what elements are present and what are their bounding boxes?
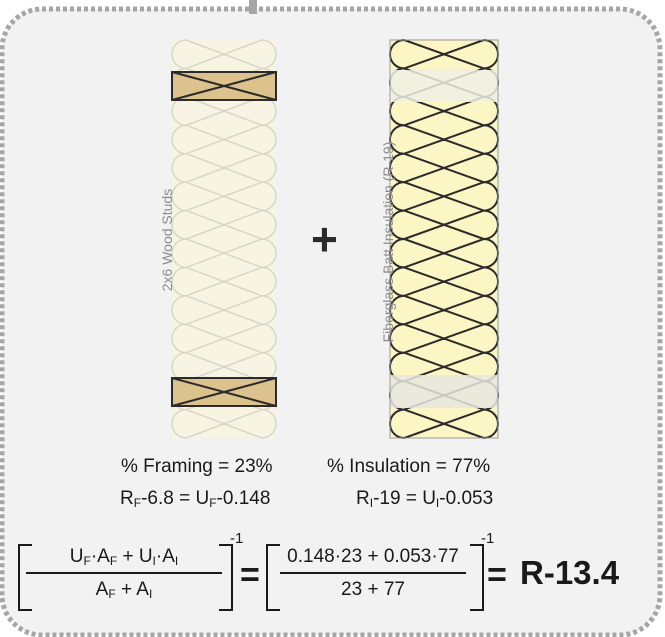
- formula-denominator-numeric: 23 + 77: [341, 579, 405, 600]
- faded-batt-background: [172, 40, 276, 438]
- equals-sign-2: =: [487, 556, 507, 594]
- faded-stud-top: [390, 70, 498, 102]
- formula-fraction-numeric: 0.148·23 + 0.053·77 23 + 77: [280, 546, 466, 601]
- wood-studs-column: [171, 39, 277, 439]
- exponent-2: -1: [481, 530, 495, 547]
- framing-percent: % Framing = 23%: [121, 456, 273, 477]
- formula-numerator: UF·AF + UI·AI: [26, 546, 222, 574]
- insulation-label: Fiberglass Batt Insulation (R-19): [380, 141, 396, 343]
- exponent-1: -1: [230, 530, 244, 547]
- insulation-r-u: RI-19 = UI-0.053: [356, 488, 494, 510]
- left-bracket-1: [18, 544, 32, 611]
- studs-label: 2x6 Wood Studs: [159, 188, 175, 292]
- insulation-percent: % Insulation = 77%: [327, 456, 491, 477]
- framing-r-u: RF-6.8 = UF-0.148: [120, 488, 271, 510]
- batt-outline: [389, 39, 499, 439]
- formula-denominator: AF + AI: [95, 579, 153, 601]
- right-bracket-1: [219, 544, 233, 611]
- right-bracket-2: [470, 544, 484, 611]
- wood-stud-top-cross: [171, 71, 277, 101]
- faded-stud-bottom: [390, 375, 498, 408]
- result-r-value: R-13.4: [520, 554, 620, 591]
- plus-sign: +: [311, 213, 338, 265]
- wood-stud-top: [171, 71, 277, 101]
- insulation-column: [389, 39, 499, 439]
- batt-background: [390, 40, 498, 438]
- equals-sign-1: =: [240, 556, 260, 594]
- wood-stud-bottom-cross: [171, 377, 277, 407]
- formula-numerator-numeric: 0.148·23 + 0.053·77: [280, 546, 466, 574]
- wood-stud-bottom: [171, 377, 277, 407]
- frame-tab: [249, 0, 257, 14]
- formula-fraction-symbolic: UF·AF + UI·AI AF + AI: [26, 546, 222, 601]
- left-bracket-2: [266, 544, 280, 611]
